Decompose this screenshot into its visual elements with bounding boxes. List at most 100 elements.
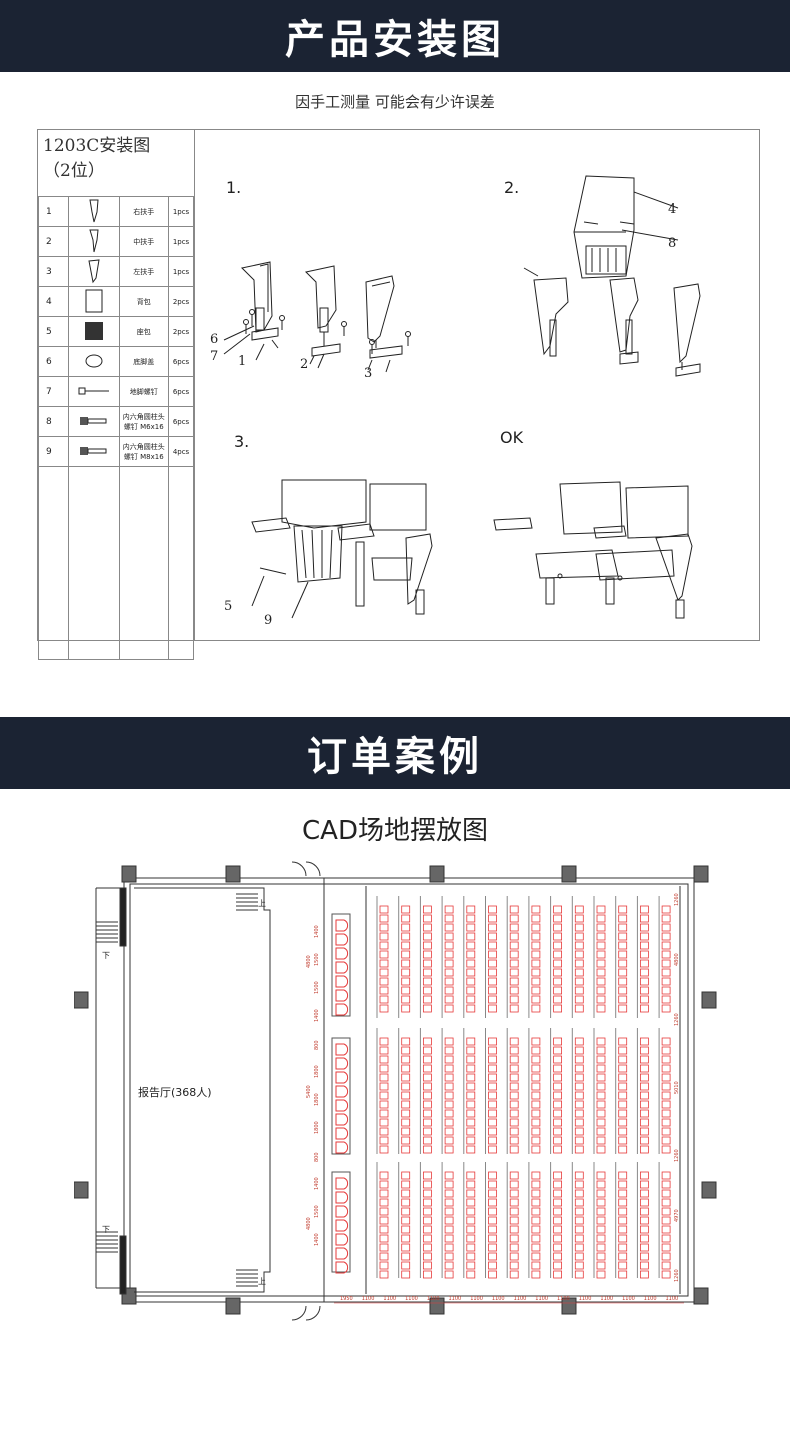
seat: [596, 1234, 606, 1243]
seat: [618, 1073, 628, 1082]
column: [121, 865, 137, 883]
seat: [488, 1198, 497, 1207]
seat: [444, 1004, 454, 1013]
seat: [596, 1252, 606, 1261]
seat: [574, 1234, 584, 1243]
seat: [488, 1073, 497, 1082]
seat: [488, 1004, 497, 1013]
seat: [640, 986, 649, 995]
seat: [509, 950, 519, 959]
seat: [640, 932, 649, 941]
column: [74, 991, 89, 1009]
seat: [553, 986, 563, 995]
door-bottom: [291, 1305, 321, 1321]
seat: [422, 950, 432, 959]
seat: [444, 1109, 454, 1118]
seat: [422, 995, 432, 1004]
part-number: 1: [38, 196, 69, 227]
column: [225, 865, 241, 883]
seat: [509, 1127, 519, 1136]
seat: [488, 1216, 497, 1225]
seat: [379, 932, 389, 941]
seat: [618, 1145, 628, 1154]
seat: [379, 1189, 389, 1198]
box-frame: [331, 1037, 351, 1155]
seat: [553, 1171, 563, 1180]
seat: [553, 914, 563, 923]
seat: [488, 923, 497, 932]
seat: [574, 1004, 584, 1013]
seat: [574, 905, 584, 914]
seat: [574, 1082, 584, 1091]
column: [225, 1297, 241, 1315]
seat: [379, 1243, 389, 1252]
dim-left: 1500: [314, 1205, 320, 1218]
callout-8: 8: [668, 236, 677, 251]
column: [701, 991, 717, 1009]
seat: [422, 1046, 432, 1055]
seat: [422, 1118, 432, 1127]
seat: [401, 1225, 411, 1234]
seat: [574, 1180, 584, 1189]
part-name: 座包: [118, 316, 170, 347]
seat: [661, 1234, 671, 1243]
seat: [553, 1207, 563, 1216]
assembly-drawings: [223, 175, 701, 619]
seat: [640, 1270, 649, 1279]
seat: [509, 1171, 519, 1180]
seat: [401, 1037, 411, 1046]
seat: [553, 1100, 563, 1109]
seat: [553, 959, 563, 968]
part-number: 2: [38, 226, 69, 257]
seat: [444, 1234, 454, 1243]
seat: [661, 1127, 671, 1136]
dim-bottom: 1100: [600, 1296, 613, 1302]
seat: [640, 995, 649, 1004]
seat: [466, 1234, 476, 1243]
seat: [422, 932, 432, 941]
seat: [466, 923, 476, 932]
dim-bottom: 1100: [535, 1296, 548, 1302]
seat: [422, 1261, 432, 1270]
seat: [553, 1252, 563, 1261]
seat: [422, 1243, 432, 1252]
seat: [379, 1136, 389, 1145]
seat: [618, 1216, 628, 1225]
box-seat: [335, 919, 349, 932]
seat: [661, 941, 671, 950]
step-3-label: 3.: [234, 432, 250, 451]
seat: [488, 977, 497, 986]
seat: [640, 1180, 649, 1189]
seat: [379, 1198, 389, 1207]
seat: [466, 1091, 476, 1100]
seat: [466, 1064, 476, 1073]
seat: [618, 1270, 628, 1279]
seat: [466, 968, 476, 977]
seat: [488, 1261, 497, 1270]
seat: [466, 950, 476, 959]
seat: [640, 1073, 649, 1082]
seat: [401, 1046, 411, 1055]
seat: [422, 1109, 432, 1118]
seat: [640, 1127, 649, 1136]
step-ok-label: OK: [500, 428, 524, 447]
seat: [401, 932, 411, 941]
seat: [640, 950, 649, 959]
seat: [531, 941, 541, 950]
box-seat: [335, 1113, 349, 1126]
seat-cushion-icon: [67, 316, 120, 347]
seat: [379, 1270, 389, 1279]
seat: [640, 1243, 649, 1252]
seat: [401, 1171, 411, 1180]
seat: [509, 959, 519, 968]
seat: [531, 1136, 541, 1145]
seat: [379, 1091, 389, 1100]
seat: [401, 1189, 411, 1198]
seat: [401, 1004, 411, 1013]
dim-right: 1260: [674, 1013, 680, 1026]
seat: [466, 977, 476, 986]
part-quantity: 1pcs: [168, 196, 194, 227]
